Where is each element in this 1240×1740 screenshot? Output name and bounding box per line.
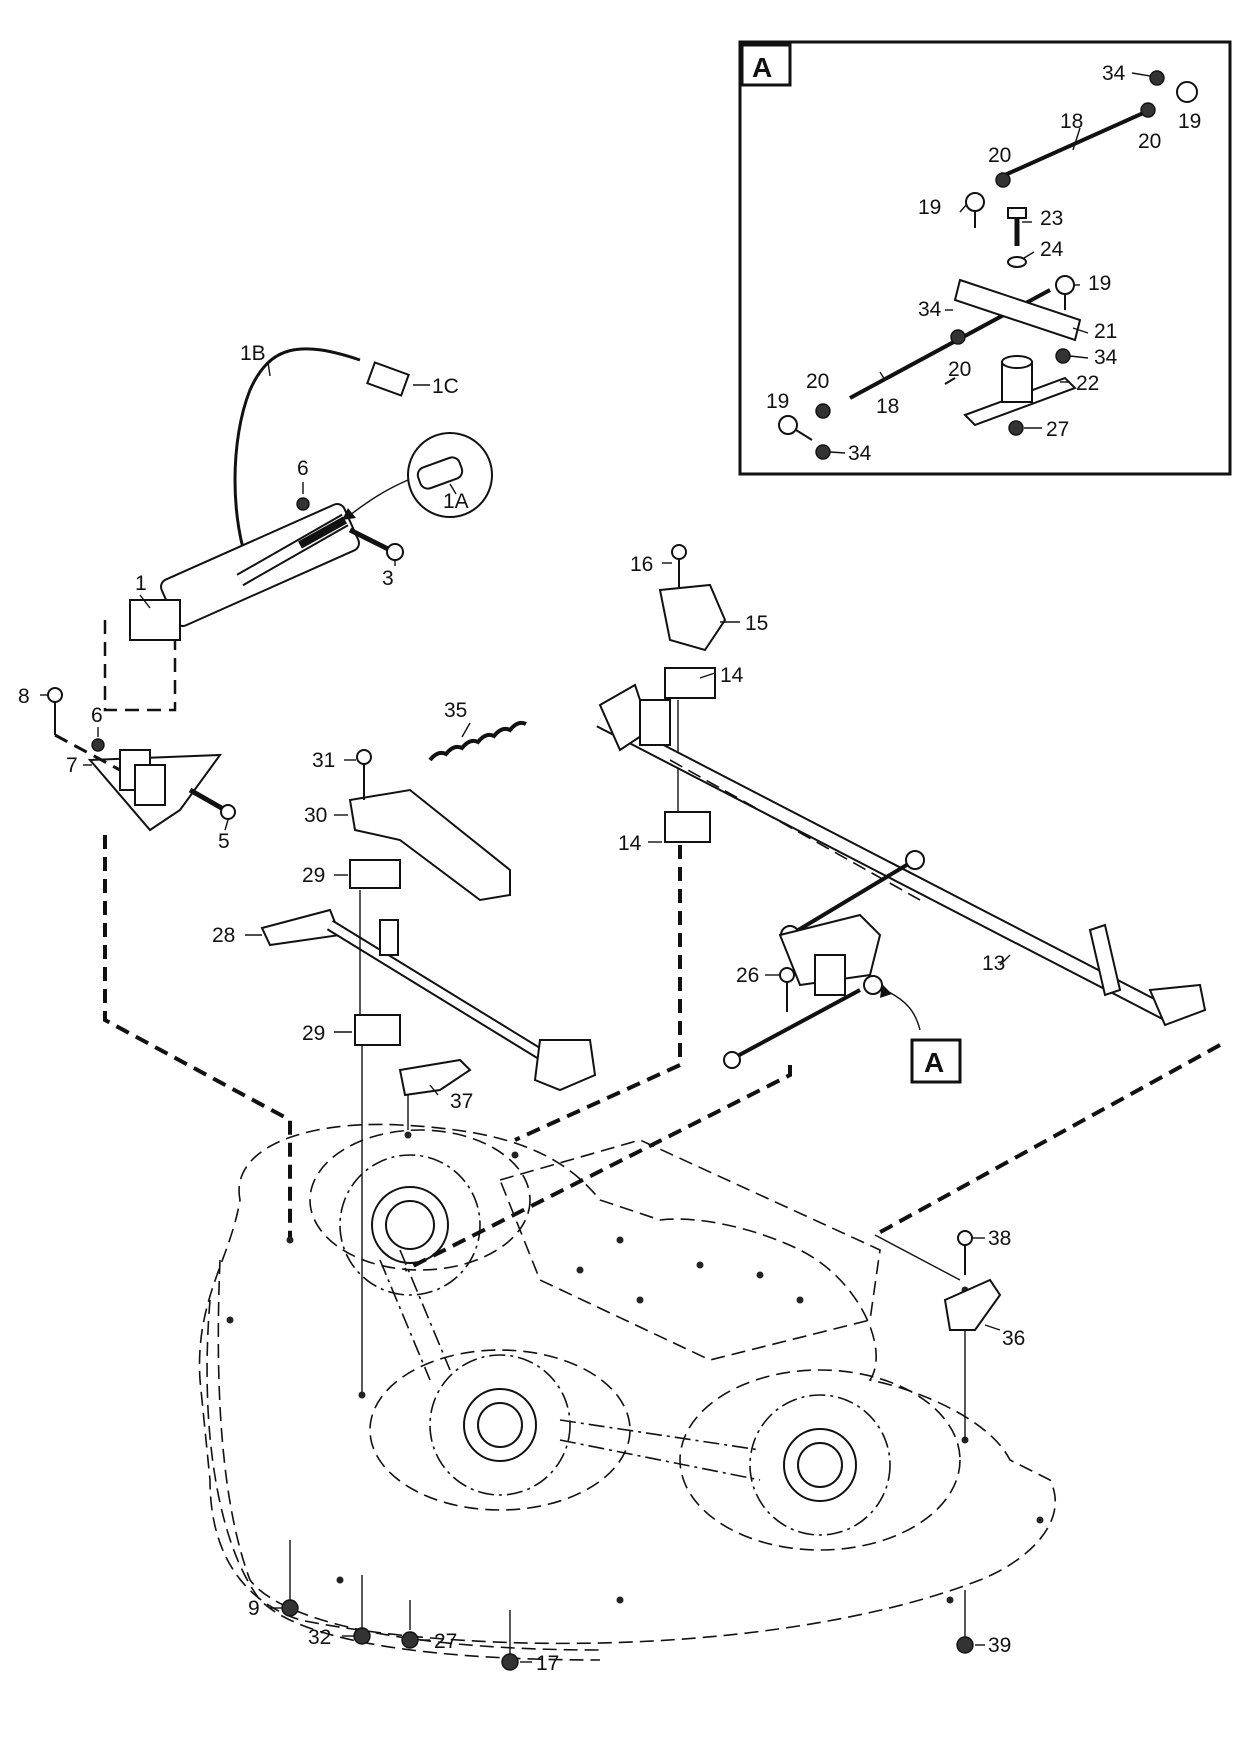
bottom-hardware [281,1540,974,1671]
ball-joint-middle [1055,275,1075,310]
block-14 [664,811,711,843]
label-1: 1 [135,572,147,595]
ball-joint-upper-left [965,192,985,228]
label-29: 29 [302,1022,325,1045]
label-9: 9 [248,1597,260,1620]
label-26: 26 [736,964,759,987]
main-leaders [40,361,1011,1663]
label-5: 5 [218,830,230,853]
block-29 [354,1014,401,1046]
inset-detail-a: A [738,40,1232,476]
inset-letter: A [752,52,772,83]
nut-6 [296,497,310,511]
electric-actuator-1 [129,347,410,641]
nut-icon [815,403,831,419]
ball-joint-upper-right [1176,81,1198,103]
label-1a: 1A [443,490,469,513]
label-20: 20 [1138,130,1161,153]
label-29: 29 [302,864,325,887]
label-24: 24 [1040,238,1064,261]
lift-shaft-13 [596,683,1207,1027]
bolt-5 [188,787,236,820]
nut-icon [815,444,831,460]
nut-icon [1008,420,1024,436]
nut-6 [91,738,105,752]
label-22: 22 [1076,372,1099,395]
label-14: 14 [618,832,642,855]
callout-a: A [880,984,962,1084]
detail-1a-clevis [342,432,493,520]
label-19: 19 [1178,110,1201,133]
label-23: 23 [1040,207,1063,230]
nut-icon [1140,102,1156,118]
pin-3 [348,527,404,561]
label-30: 30 [304,804,327,827]
label-27: 27 [434,1630,457,1653]
label-6: 6 [297,457,309,480]
linkage-26 [723,850,925,1069]
label-21: 21 [1094,320,1117,343]
label-34: 34 [1094,346,1118,369]
nut-icon [1149,70,1165,86]
spring-35 [428,720,527,762]
bolt-26 [779,967,795,1012]
label-17: 17 [536,1652,559,1675]
label-37: 37 [450,1090,473,1113]
label-20: 20 [948,358,971,381]
nut-icon [1055,348,1071,364]
washer-24 [1007,256,1027,268]
bolt-23 [1007,207,1027,246]
label-18: 18 [1060,110,1083,133]
label-36: 36 [1002,1327,1025,1350]
block-14 [664,667,716,699]
label-18: 18 [876,395,899,418]
main-labels: 1B 1C 1A 6 3 1 8 6 7 5 35 31 30 29 28 29… [18,342,1025,1675]
bracket-30 [348,788,511,902]
ball-joint-lower-left [778,415,813,441]
bracket-37 [398,1058,472,1097]
bolt-31 [356,749,372,800]
label-39: 39 [988,1634,1011,1657]
connector-1c [366,361,410,397]
label-1c: 1C [432,375,459,398]
label-34: 34 [1102,62,1126,85]
bracket-36 [943,1278,1002,1331]
label-34: 34 [848,442,872,465]
label-32: 32 [308,1626,331,1649]
label-35: 35 [444,699,467,722]
label-19: 19 [766,390,789,413]
label-7: 7 [66,754,78,777]
label-31: 31 [312,749,335,772]
nut-icon [995,172,1011,188]
callout-letter: A [924,1047,944,1078]
plate-15 [658,583,727,652]
label-14: 14 [720,664,744,687]
label-20: 20 [806,370,829,393]
nut-icon [950,329,966,345]
pivot-bracket-22 [963,355,1077,427]
bolt-8 [47,687,63,735]
label-6: 6 [91,704,103,727]
label-8: 8 [18,685,30,708]
label-3: 3 [382,567,394,590]
label-28: 28 [212,924,235,947]
label-1b: 1B [240,342,266,365]
label-34: 34 [918,298,942,321]
label-20: 20 [988,144,1011,167]
label-15: 15 [745,612,768,635]
label-16: 16 [630,553,653,576]
label-38: 38 [988,1227,1011,1250]
bolt-38 [957,1230,973,1275]
lever-shaft-28 [260,908,597,1092]
mower-deck [198,1123,1056,1661]
label-13: 13 [982,952,1005,975]
label-27: 27 [1046,418,1069,441]
block-29 [349,859,401,889]
pivot-arm-21 [953,278,1082,342]
label-19: 19 [918,196,941,219]
mount-bracket-7 [87,749,223,832]
label-19: 19 [1088,272,1111,295]
